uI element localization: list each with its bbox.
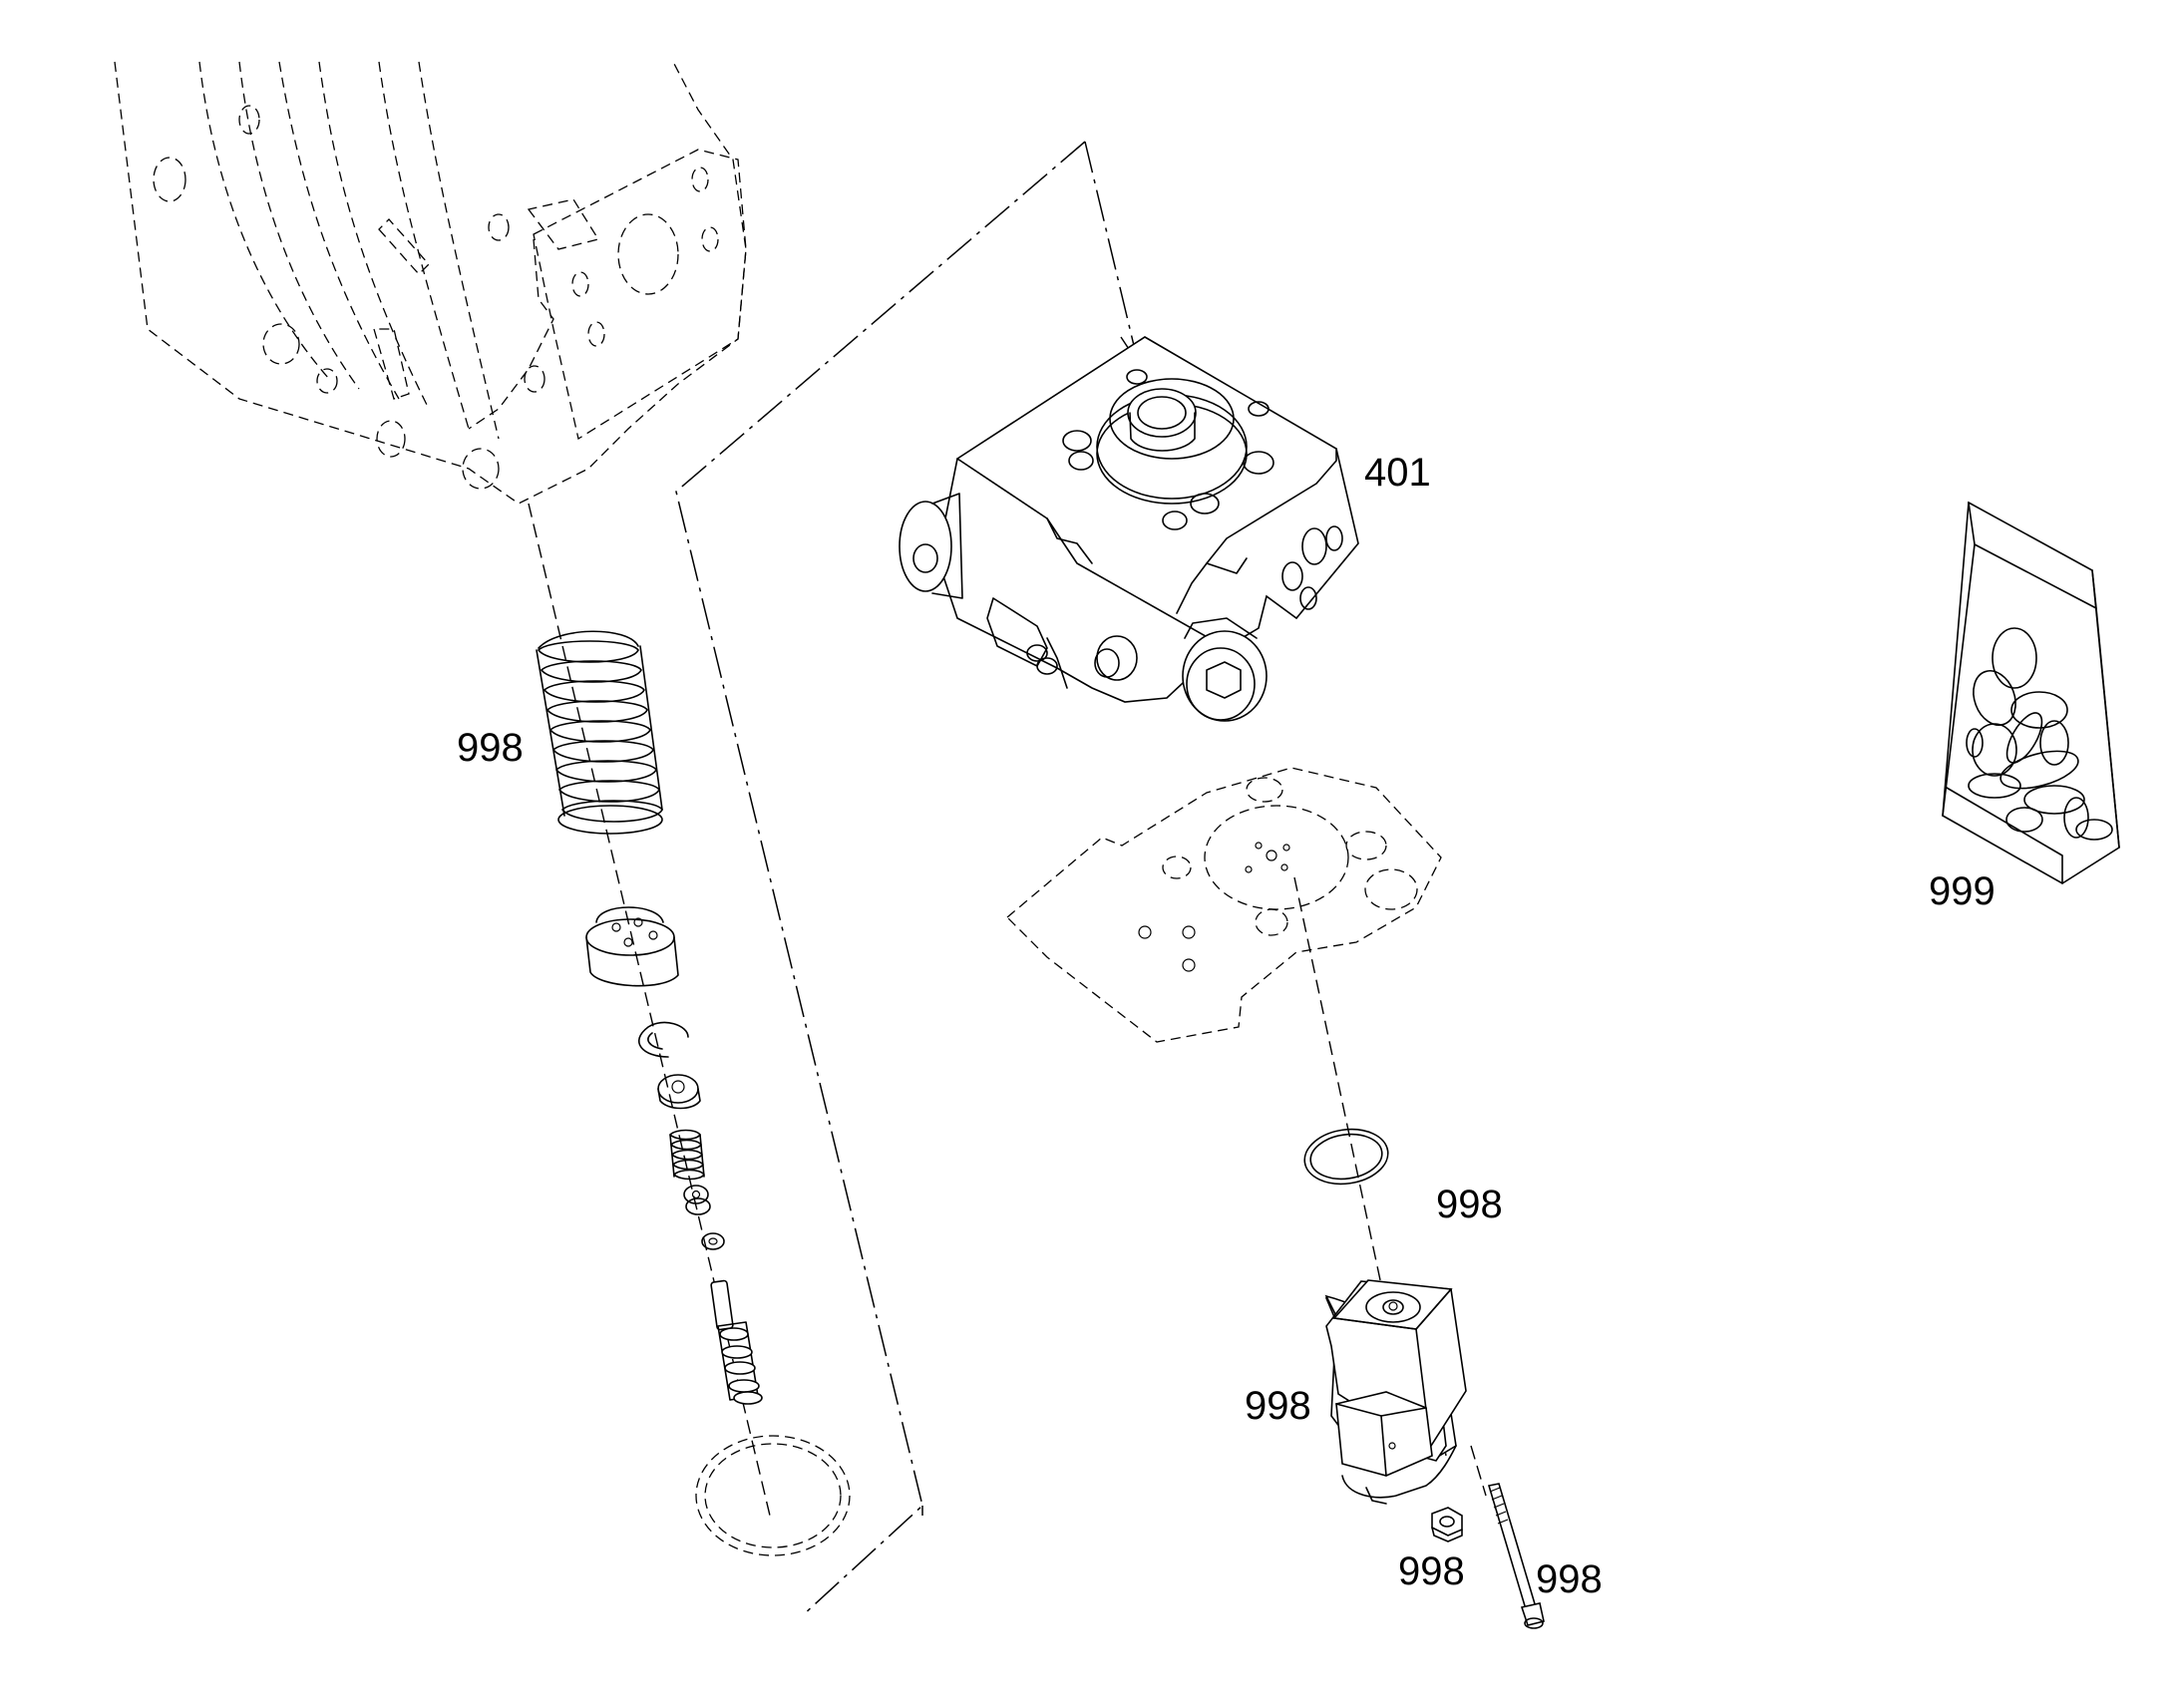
spring-part — [536, 630, 663, 835]
solenoid-valve-part — [1324, 1279, 1467, 1505]
transmission-housing — [114, 61, 747, 505]
callout-401-valve-block: 401 — [1364, 451, 1431, 495]
callout-998-bolt: 998 — [1536, 1557, 1603, 1601]
axis-line-bolt — [1470, 1445, 1487, 1497]
circlip — [637, 1021, 689, 1058]
valve-spool — [710, 1279, 763, 1405]
bolt-part — [1487, 1483, 1545, 1629]
washer — [701, 1232, 725, 1250]
callout-998-spring: 998 — [457, 726, 524, 770]
callout-999-seal-kit: 999 — [1929, 869, 1996, 913]
large-seal-ring — [695, 1435, 851, 1556]
nut-part — [1431, 1507, 1463, 1542]
valve-plug — [657, 1074, 701, 1110]
seal-kit-bag-part — [1942, 501, 2120, 884]
callout-998-solenoid: 998 — [1245, 1384, 1311, 1428]
frame-line-top — [1084, 141, 1143, 380]
spring-seat — [585, 906, 679, 987]
axis-line-solenoid — [1293, 876, 1387, 1309]
spring-retainer — [683, 1185, 711, 1215]
callout-998-o-ring: 998 — [1436, 1183, 1503, 1226]
frame-line-main — [675, 141, 1086, 1616]
callout-998-nut: 998 — [1398, 1549, 1465, 1593]
circlip-inner — [647, 1032, 663, 1050]
small-spring — [669, 1129, 705, 1181]
gasket — [1006, 767, 1442, 1043]
valve-block-part — [899, 336, 1359, 722]
o-ring-part — [1303, 1128, 1389, 1186]
